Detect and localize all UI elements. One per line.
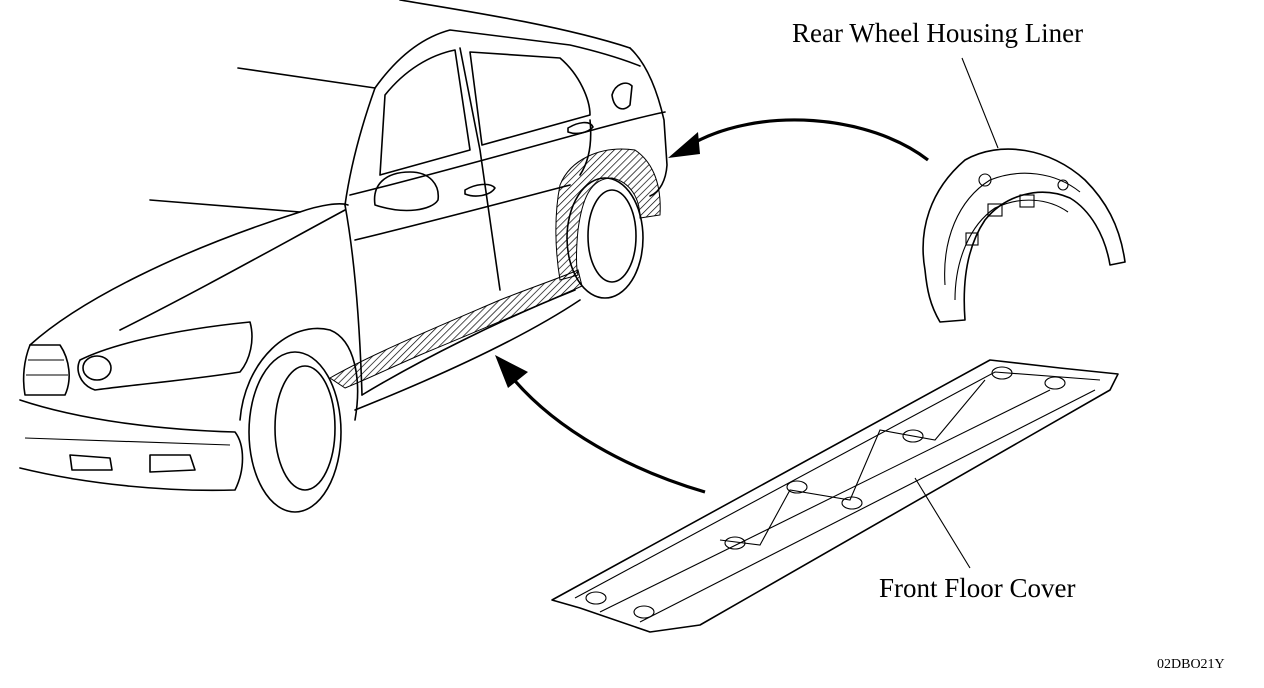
car-hood-line-1 (237, 67, 376, 89)
liner-leader-line (961, 57, 999, 149)
car-side-mirror (373, 171, 439, 212)
car-rear-wheel-rim (587, 189, 637, 283)
floor-cover-location-highlight (329, 269, 583, 389)
car-front-bumper (19, 399, 244, 492)
rear-wheel-housing-liner-label: Rear Wheel Housing Liner (792, 18, 1084, 48)
floor-cover-boss-5 (841, 496, 863, 510)
car-grille-slats (26, 359, 68, 376)
liner-clip-2 (1019, 194, 1035, 208)
liner-bolt-1 (978, 173, 992, 187)
car-b-pillar (459, 47, 501, 291)
car-character-line (354, 184, 571, 241)
floor-cover-boss-1 (585, 591, 607, 605)
floor-cover-boss-7 (991, 366, 1013, 380)
car-headlight (77, 321, 253, 391)
car-fog-light-left (69, 454, 113, 471)
rear-wheel-housing-liner-part (922, 148, 1126, 323)
floor-cover-leader-line (914, 477, 971, 569)
front-floor-cover-label: Front Floor Cover (879, 573, 1076, 603)
car-rear-window (469, 51, 591, 146)
car-fog-light-right (149, 454, 196, 473)
car-hood-crease (119, 209, 346, 331)
liner-bolt-2 (1057, 179, 1069, 191)
car-rocker-panel-bottom (354, 299, 581, 411)
car-rocker-panel-lower (361, 289, 576, 396)
car-front-wheel-rim (274, 365, 336, 491)
floor-cover-boss-8 (1044, 376, 1066, 390)
floor-cover-boss-2 (633, 605, 655, 619)
liner-clip-1 (987, 203, 1003, 217)
car-rear-door-handle (567, 121, 594, 135)
car-front-door-handle (464, 183, 496, 197)
floor-cover-center-rib (599, 389, 1051, 613)
car-beltline (349, 111, 666, 196)
floor-cover-boss-3 (724, 536, 746, 550)
car-roof-line (399, 0, 631, 49)
car-front-window (379, 49, 471, 176)
car-hood-edge (29, 203, 349, 346)
car-illustration (19, 0, 668, 513)
car-window-frame-top (374, 29, 641, 89)
floor-cover-install-arrow (508, 373, 706, 494)
liner-inner-rib-2 (954, 199, 1069, 301)
car-bumper-line (24, 437, 231, 446)
front-floor-cover-part (551, 359, 1119, 633)
floor-cover-upper-flange (574, 371, 1101, 599)
wheel-liner-location-highlight (555, 148, 661, 281)
floor-cover-boss-6 (902, 429, 924, 443)
car-headlight-lens (82, 355, 112, 381)
floor-cover-lower-flange (639, 389, 1096, 623)
floor-cover-install-arrowhead (495, 355, 528, 388)
figure-code: 02DBO21Y (1157, 657, 1225, 672)
car-front-wheel (248, 351, 342, 513)
car-a-pillar (344, 87, 376, 206)
liner-clip-3 (965, 232, 979, 246)
liner-install-arrowhead (668, 132, 700, 158)
car-grille (22, 344, 70, 396)
liner-outer-shell (922, 148, 1126, 323)
car-hood-line-2 (149, 199, 301, 213)
car-fuel-door (611, 82, 633, 110)
liner-install-arrow (689, 118, 929, 162)
floor-cover-channel (719, 379, 986, 546)
floor-cover-boss-4 (786, 480, 808, 494)
liner-inner-rib-1 (944, 172, 1081, 286)
